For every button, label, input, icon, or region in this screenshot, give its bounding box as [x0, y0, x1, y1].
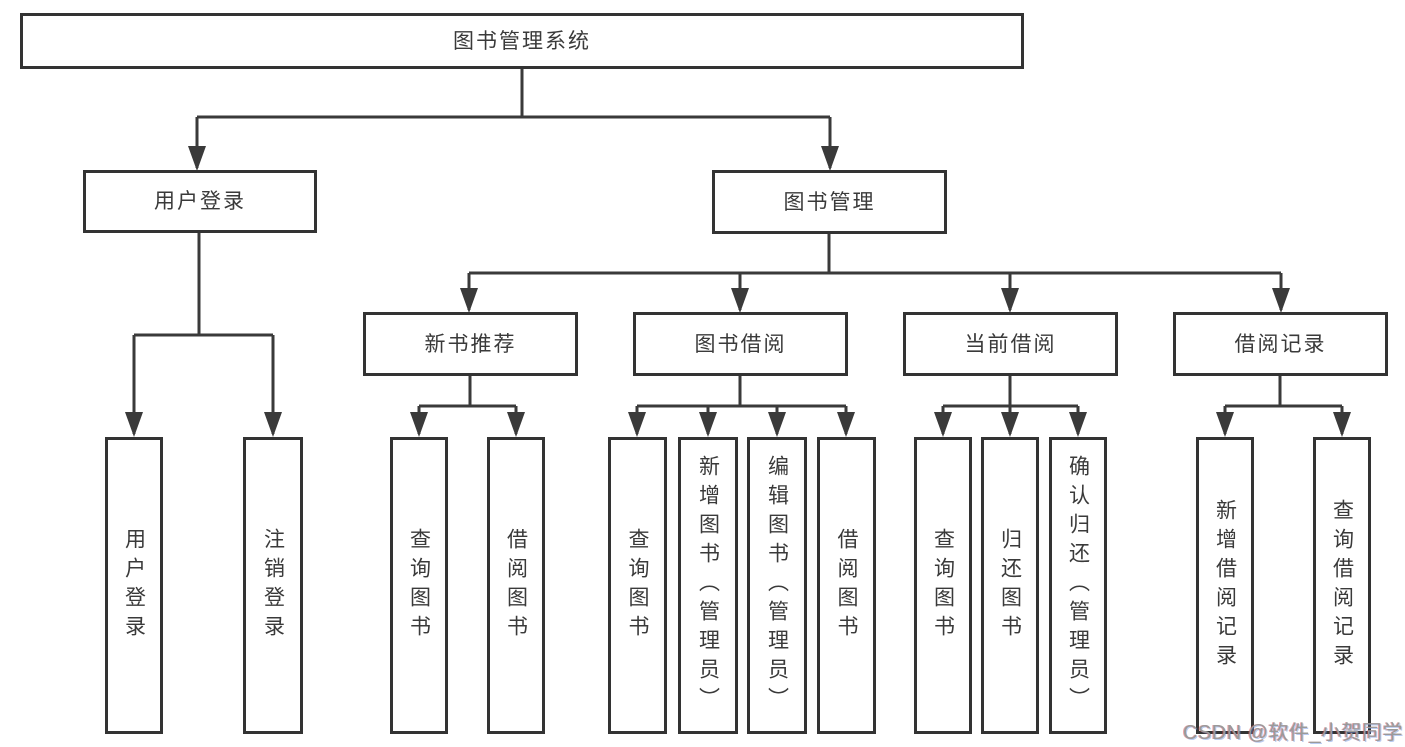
- node-book-management: 图书管理: [712, 170, 947, 234]
- leaf-edit-book-admin: 编辑图书（管理员）: [747, 437, 807, 734]
- leaf-logout-login: 注销登录: [243, 437, 303, 734]
- node-label: 图书管理系统: [453, 29, 591, 53]
- node-label: 借阅记录: [1234, 332, 1327, 356]
- leaf-label: 归还图书: [998, 527, 1022, 644]
- node-user-login: 用户登录: [83, 170, 317, 233]
- leaf-label: 用户登录: [122, 527, 146, 644]
- leaf-label: 查询借阅记录: [1330, 498, 1354, 673]
- node-library-management-system: 图书管理系统: [20, 13, 1024, 69]
- leaf-label: 编辑图书（管理员）: [765, 455, 789, 716]
- leaf-query-book-current: 查询图书: [914, 437, 972, 734]
- leaf-label: 借阅图书: [504, 527, 528, 644]
- leaf-borrow-book: 借阅图书: [817, 437, 876, 734]
- node-current-borrow: 当前借阅: [903, 312, 1118, 376]
- leaf-label: 查询图书: [626, 527, 649, 644]
- node-label: 图书管理: [783, 190, 876, 214]
- node-new-book-recommend: 新书推荐: [363, 312, 578, 376]
- node-label: 新书推荐: [424, 332, 517, 356]
- watermark: CSDN @软件_小贺同学: [1183, 722, 1404, 744]
- arrowhead-icons: [125, 146, 1351, 437]
- leaf-label: 新增图书（管理员）: [696, 455, 720, 716]
- leaf-return-book: 归还图书: [981, 437, 1039, 734]
- leaf-label: 注销登录: [261, 527, 285, 644]
- node-label: 图书借阅: [694, 332, 787, 356]
- node-book-borrow: 图书借阅: [633, 312, 848, 376]
- leaf-confirm-return-admin: 确认归还（管理员）: [1049, 437, 1107, 734]
- leaf-label: 查询图书: [931, 527, 955, 644]
- leaf-add-borrow-record: 新增借阅记录: [1196, 437, 1254, 734]
- node-borrow-records: 借阅记录: [1173, 312, 1388, 376]
- leaf-label: 确认归还（管理员）: [1066, 455, 1090, 716]
- leaf-query-book-recommend: 查询图书: [390, 437, 448, 734]
- leaf-query-borrow-record: 查询借阅记录: [1313, 437, 1371, 734]
- node-label: 用户登录: [154, 190, 246, 213]
- leaf-label: 新增借阅记录: [1213, 498, 1237, 673]
- leaf-query-book-borrow: 查询图书: [608, 437, 667, 734]
- leaf-borrow-book-recommend: 借阅图书: [487, 437, 545, 734]
- leaf-label: 借阅图书: [835, 527, 858, 644]
- node-label: 当前借阅: [964, 332, 1057, 356]
- leaf-add-book-admin: 新增图书（管理员）: [678, 437, 738, 734]
- leaf-user-login: 用户登录: [105, 437, 163, 734]
- leaf-label: 查询图书: [407, 527, 431, 644]
